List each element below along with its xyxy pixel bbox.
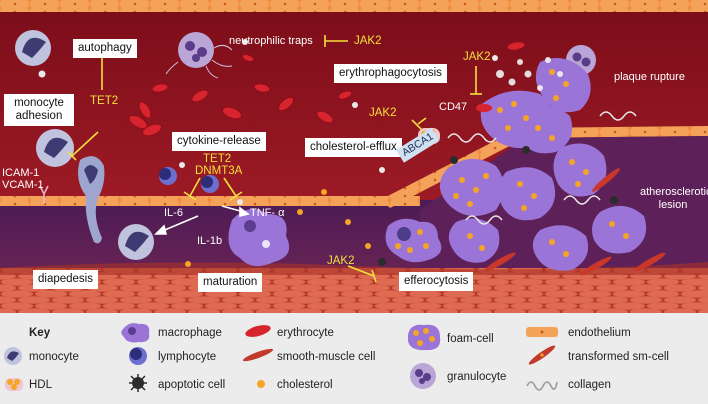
endothelium-icon <box>526 327 558 337</box>
tet2-left-label: TET2 <box>90 95 119 107</box>
cd47-label: CD47 <box>439 101 468 113</box>
cholesterol-efflux-label: cholesterol-efflux <box>305 138 402 158</box>
legend-smc: smooth-muscle cell <box>277 351 376 363</box>
erythrocyte-icon <box>245 325 271 337</box>
il6-label: IL-6 <box>164 207 183 219</box>
diagram-artwork <box>0 0 708 313</box>
vcam-label: VCAM-1 <box>2 179 44 191</box>
diapedesis-label: diapedesis <box>33 270 98 290</box>
legend-collagen: collagen <box>568 379 611 391</box>
legend-granulocyte: granulocyte <box>447 371 507 383</box>
legend-tsm: transformed sm-cell <box>568 351 669 363</box>
legend-apoptotic: apoptotic cell <box>158 379 226 391</box>
tnf-label: TNF- α <box>250 207 285 219</box>
maturation-label: maturation <box>198 273 263 293</box>
neutrophilic-traps-label: neutrophilic traps <box>229 35 313 47</box>
legend-macrophage: macrophage <box>158 327 222 339</box>
legend-lymphocyte: lymphocyte <box>158 351 217 363</box>
il1b-label: IL-1b <box>197 235 223 247</box>
foam-cell-icon <box>408 324 441 351</box>
apoptotic-cell-icon <box>129 374 147 392</box>
monocyte-icon <box>4 347 22 365</box>
legend-cholesterol: cholesterol <box>277 379 333 391</box>
autophagy-label: autophagy <box>73 39 137 59</box>
jak2-ery-label: JAK2 <box>463 51 491 63</box>
cytokine-release-label: cytokine-release <box>172 132 266 152</box>
hdl-icon <box>5 378 23 391</box>
monocyte-adhesion-label: monocyte adhesion <box>4 94 74 127</box>
macrophage-icon <box>121 323 150 343</box>
legend-title: Key <box>29 327 51 339</box>
lymphocyte-icon <box>129 347 147 365</box>
plaque-rupture-label: plaque rupture <box>614 71 685 83</box>
efferocytosis-label: efferocytosis <box>399 272 474 292</box>
erythrophagocytosis-label: erythrophagocytosis <box>334 64 447 84</box>
legend: Key monocyte HDL macrophage lymphocyte a… <box>0 313 708 404</box>
tet2-center-label: TET2 <box>203 153 232 165</box>
legend-erythrocyte: erythrocyte <box>277 327 334 339</box>
legend-hdl: HDL <box>29 379 53 391</box>
cholesterol-icon <box>257 380 265 388</box>
atherosclerotic-lesion-label: atherosclerotic lesion <box>640 186 708 212</box>
smooth-muscle-cell-icon <box>242 348 274 362</box>
legend-monocyte: monocyte <box>29 351 79 363</box>
legend-foam: foam-cell <box>447 333 494 345</box>
transformed-sm-cell-icon <box>528 345 556 365</box>
jak2-traps-label: JAK2 <box>354 35 382 47</box>
collagen-icon <box>526 381 558 391</box>
icam-label: ICAM-1 <box>2 167 40 179</box>
jak2-eff-label: JAK2 <box>327 255 355 267</box>
granulocyte-icon <box>410 363 436 389</box>
legend-endothelium: endothelium <box>568 327 631 339</box>
dnmt3a-label: DNMT3A <box>195 165 243 177</box>
jak2-chol-label: JAK2 <box>369 107 397 119</box>
